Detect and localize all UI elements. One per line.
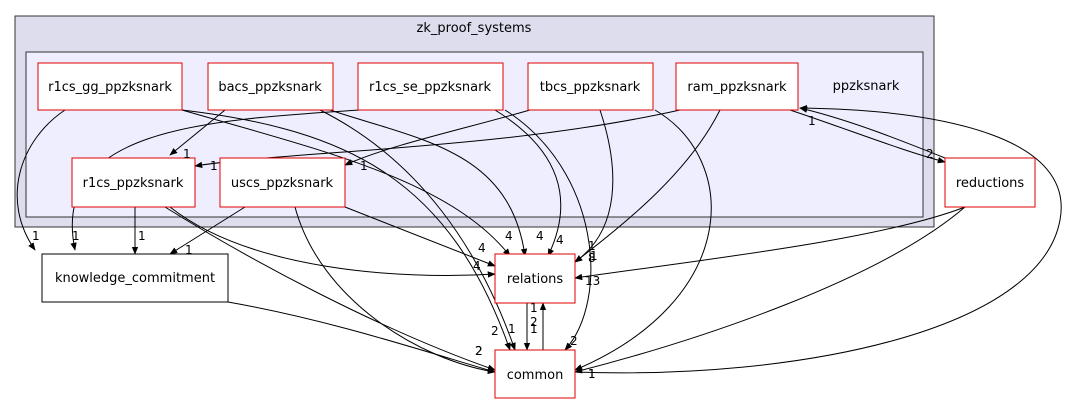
edge-label: 1	[32, 229, 40, 243]
node-label: common	[507, 368, 564, 383]
edge-knowledge-commitment-to-common	[227, 301, 496, 374]
node-tbcs-ppzksnark[interactable]: tbcs_ppzksnark	[527, 62, 654, 111]
edge-r1cs-se-to-common	[504, 109, 592, 351]
edge-label: 2	[926, 147, 934, 161]
edge-bacs-to-r1cs-ppzksnark	[169, 109, 226, 156]
edge-r1cs-gg-to-relations	[181, 109, 511, 257]
cluster-zk-proof-systems-label: zk_proof_systems	[417, 21, 532, 36]
edge-tbcs-to-common	[574, 109, 712, 371]
node-label: r1cs_se_ppzksnark	[369, 80, 491, 95]
edge-label: 4	[536, 229, 544, 243]
edge-r1cs-ppzksnark-to-common	[164, 206, 496, 371]
node-label: r1cs_ppzksnark	[83, 176, 184, 191]
edge-uscs-to-common	[294, 206, 496, 375]
edge-label: 1	[530, 322, 538, 336]
edge-label: 2	[570, 334, 578, 348]
edge-reductions-to-common	[574, 206, 966, 374]
edges	[16, 104, 1062, 375]
node-label: knowledge_commitment	[55, 271, 215, 286]
edge-ram-to-reductions	[789, 109, 946, 164]
edge-r1cs-gg-to-knowledge-commitment	[16, 109, 66, 251]
node-label: bacs_ppzksnark	[218, 80, 322, 95]
edge-tbcs-to-uscs-ppzksnark	[344, 109, 531, 166]
node-bacs-ppzksnark[interactable]: bacs_ppzksnark	[207, 62, 334, 111]
edge-label: 4	[478, 241, 486, 255]
edge-labels: 1 1 1 1 1 1 1 1 1 4 4 4 4 4 2 8 13 2 1 1…	[32, 114, 934, 381]
node-label: ram_ppzksnark	[687, 80, 787, 95]
edge-label: 1	[72, 229, 80, 243]
edge-reductions-to-ram	[799, 106, 946, 159]
node-label: reductions	[956, 176, 1025, 191]
edge-bacs-to-common	[319, 109, 516, 351]
edge-ram-to-relations	[574, 109, 721, 263]
node-r1cs-se-ppzksnark[interactable]: r1cs_se_ppzksnark	[357, 62, 504, 111]
cluster-ppzksnark-label: ppzksnark	[833, 79, 900, 94]
edge-label: 1	[588, 239, 596, 253]
edge-label: 2	[475, 344, 483, 358]
edge-tbcs-to-relations	[574, 109, 614, 263]
node-r1cs-gg-ppzksnark[interactable]: r1cs_gg_ppzksnark	[37, 62, 183, 111]
edge-r1cs-se-to-relations	[494, 109, 562, 257]
edge-label: 4	[473, 259, 481, 273]
edge-label: 1	[588, 367, 596, 381]
edge-uscs-to-knowledge-commitment	[169, 206, 246, 255]
edge-label: 1	[138, 229, 146, 243]
edge-label: 2	[530, 315, 538, 329]
node-reductions[interactable]: reductions	[944, 157, 1036, 208]
node-label: uscs_ppzksnark	[231, 176, 334, 191]
edge-label: 4	[505, 229, 513, 243]
node-label: tbcs_ppzksnark	[540, 80, 641, 95]
node-knowledge-commitment[interactable]: knowledge_commitment	[41, 253, 229, 303]
node-label: relations	[507, 272, 564, 287]
edge-label: 1	[210, 159, 218, 173]
edge-bacs-to-relations	[329, 109, 528, 257]
node-label: r1cs_gg_ppzksnark	[48, 80, 172, 95]
edge-reductions-to-relations	[574, 206, 966, 281]
edge-label: 1	[360, 159, 368, 173]
edge-label: 1	[588, 367, 596, 381]
edge-common-to-ram	[574, 104, 1062, 374]
edge-label: 1	[590, 249, 598, 263]
edge-label: 1	[530, 301, 538, 315]
node-common[interactable]: common	[494, 349, 576, 399]
edge-r1cs-ppzksnark-to-relations	[169, 206, 496, 278]
edge-label: 8	[588, 251, 596, 265]
edge-uscs-to-relations	[344, 206, 496, 267]
edge-label: 1	[185, 243, 193, 257]
edge-label: 2	[491, 324, 499, 338]
edge-label: 13	[585, 274, 600, 288]
edge-label: 1	[508, 322, 516, 336]
node-r1cs-ppzksnark[interactable]: r1cs_ppzksnark	[71, 157, 196, 208]
node-relations[interactable]: relations	[494, 253, 576, 304]
edge-label: 1	[808, 114, 816, 128]
node-ram-ppzksnark[interactable]: ram_ppzksnark	[675, 62, 799, 111]
node-uscs-ppzksnark[interactable]: uscs_ppzksnark	[219, 157, 346, 208]
edge-label: 4	[556, 233, 564, 247]
edge-label: 2	[475, 344, 483, 358]
edge-r1cs-gg-to-common	[181, 109, 511, 351]
edge-label: 1	[183, 147, 191, 161]
